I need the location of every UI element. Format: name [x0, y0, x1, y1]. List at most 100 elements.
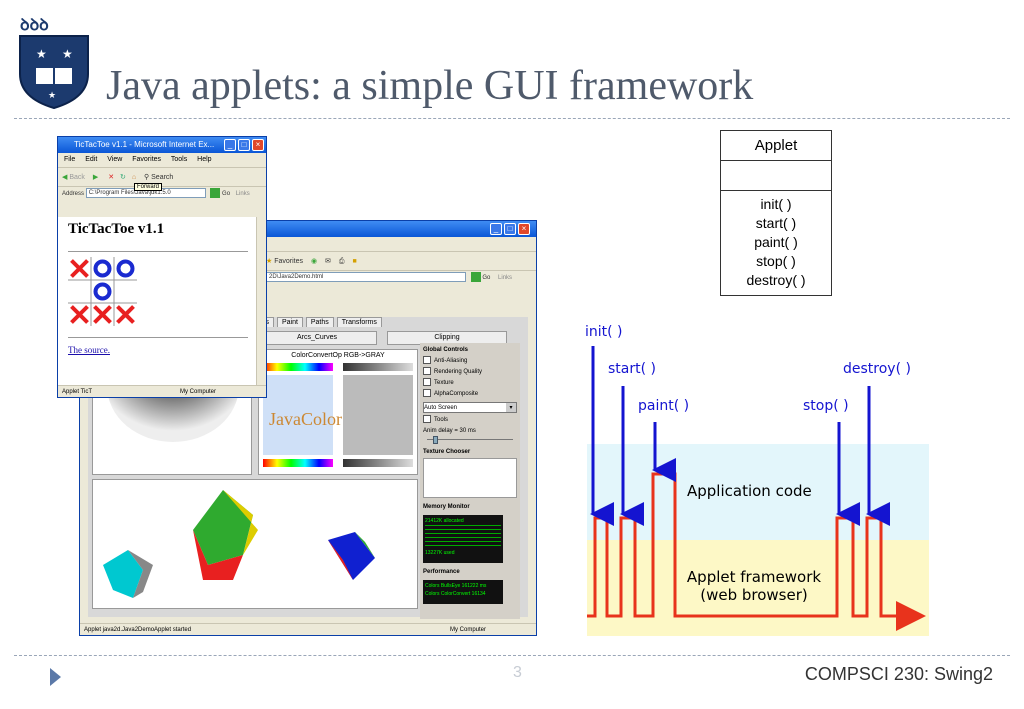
uml-method: stop( ) [756, 253, 796, 269]
uml-class-name: Applet [721, 131, 831, 161]
tictactoe-status-zone: My Computer [180, 389, 217, 395]
source-link[interactable]: The source. [68, 345, 110, 355]
uml-method: start( ) [755, 215, 797, 231]
go-button[interactable]: Go [222, 191, 231, 197]
board-cell-x[interactable] [70, 259, 89, 278]
rendering-quality-checkbox[interactable]: Rendering Quality [423, 367, 517, 378]
anti-aliasing-checkbox[interactable]: Anti-Aliasing [423, 356, 517, 367]
maximize-icon[interactable]: □ [238, 139, 250, 151]
back-button[interactable]: Back [69, 174, 85, 181]
footer-divider [14, 655, 1010, 656]
java2d-address-input[interactable]: 2D\Java2Demo.html [266, 272, 466, 283]
lifecycle-trace [587, 346, 929, 636]
texture-checkbox[interactable]: Texture [423, 378, 517, 389]
screen-select-value: Auto Screen [424, 405, 458, 411]
memory-used: 13227K used [425, 550, 455, 556]
memory-graph [425, 525, 501, 549]
university-logo: ꝺꝺꝺ ★ ★ ★ [14, 14, 94, 110]
go-icon[interactable] [470, 272, 481, 283]
board-cell-o[interactable] [116, 259, 135, 278]
tictactoe-browser-window: TicTacToe v1.1 - Microsoft Internet Ex..… [57, 136, 267, 398]
board-cell-x[interactable] [70, 305, 89, 324]
close-icon[interactable]: × [518, 223, 530, 235]
search-button[interactable]: Search [151, 174, 174, 181]
favorites-button[interactable]: Favorites [274, 258, 304, 265]
slide-title: Java applets: a simple GUI framework [106, 63, 754, 109]
java2d-toolbar: ★ Favorites ◉ ✉ ⎙ ■ [80, 251, 536, 271]
links-label[interactable]: Links [498, 275, 513, 281]
framework-label-line: (web browser) [700, 586, 808, 604]
destroy-label: destroy( ) [843, 361, 911, 377]
chevron-down-icon[interactable]: ▾ [506, 403, 516, 412]
tictactoe-status-text: Applet TicT [62, 389, 93, 395]
performance-line: Colors ColorConvert 16134 [425, 591, 486, 597]
menu-file[interactable]: File [64, 156, 76, 163]
history-icon[interactable]: ◉ [310, 258, 318, 265]
java2d-status-text: Applet java2d.Java2DemoApplet started [84, 627, 192, 633]
texture-chooser[interactable] [423, 458, 517, 498]
tictactoe-board[interactable] [68, 257, 138, 329]
page-divider [68, 337, 248, 338]
menu-help[interactable]: Help [197, 156, 212, 163]
refresh-icon[interactable]: ↻ [120, 174, 126, 181]
memory-monitor-header: Memory Monitor [423, 504, 470, 510]
go-button[interactable]: Go [482, 275, 491, 281]
color-convert-caption: ColorConvertOp RGB->GRAY [291, 352, 385, 359]
screen-select[interactable]: Auto Screen ▾ [423, 402, 517, 413]
page-divider [68, 251, 248, 252]
uml-methods: init( ) start( ) paint( ) stop( ) destro… [721, 191, 831, 290]
application-code-label: Application code [687, 482, 812, 500]
texture-chooser-header: Texture Chooser [423, 449, 471, 455]
menu-edit[interactable]: Edit [85, 156, 98, 163]
folder-icon[interactable]: ■ [352, 258, 357, 265]
menu-view[interactable]: View [107, 156, 123, 163]
tools-checkbox[interactable]: Tools [423, 415, 517, 426]
java2d-statusbar: Applet java2d.Java2DemoApplet started My… [80, 623, 536, 635]
minimize-icon[interactable]: _ [224, 139, 236, 151]
anim-delay-slider[interactable] [427, 436, 513, 445]
go-icon[interactable] [210, 188, 221, 199]
forward-icon[interactable]: ▶ [92, 174, 99, 181]
tictactoe-menubar: File Edit View Favorites Tools Help [58, 153, 266, 167]
anim-delay-label: Anim delay = 30 ms [423, 428, 476, 434]
tab-paint[interactable]: Paint [276, 317, 303, 327]
start-label: start( ) [608, 361, 656, 377]
minimize-icon[interactable]: _ [490, 223, 502, 235]
alpha-composite-checkbox[interactable]: AlphaComposite [423, 389, 517, 400]
mail-icon[interactable]: ✉ [325, 258, 331, 265]
maximize-icon[interactable]: □ [504, 223, 516, 235]
svg-text:★: ★ [62, 47, 73, 61]
subtab-arcs-curves[interactable]: Arcs_Curves [257, 331, 377, 345]
tictactoe-page: TicTacToe v1.1 The source. [58, 217, 258, 387]
tictactoe-window-title: TicTacToe v1.1 - Microsoft Internet Ex..… [74, 140, 215, 149]
home-icon[interactable]: ⌂ [131, 174, 137, 181]
board-cell-x[interactable] [116, 305, 135, 324]
stop-icon[interactable]: ✕ [108, 174, 115, 181]
back-icon[interactable]: ◀ [62, 174, 68, 181]
svg-text:JavaColor: JavaColor [269, 409, 342, 429]
applet-lifecycle-diagram: init( ) start( ) paint( ) stop( ) destro… [575, 318, 935, 640]
menu-tools[interactable]: Tools [170, 156, 188, 163]
uml-attributes [721, 161, 831, 191]
board-cell-o[interactable] [93, 259, 112, 278]
global-controls-header: Global Controls [423, 347, 468, 353]
tictactoe-statusbar: Applet TicT My Computer [58, 385, 266, 397]
slider-thumb[interactable] [433, 436, 438, 444]
close-icon[interactable]: × [252, 139, 264, 151]
tab-paths[interactable]: Paths [305, 317, 334, 327]
board-cell-o[interactable] [93, 282, 112, 301]
tictactoe-scrollbar[interactable] [256, 217, 266, 387]
page-number: 3 [513, 664, 522, 681]
tictactoe-titlebar: TicTacToe v1.1 - Microsoft Internet Ex..… [58, 137, 266, 153]
favorites-star-icon[interactable]: ★ [266, 258, 273, 265]
tab-transforms[interactable]: Transforms [336, 317, 382, 327]
board-cell-x[interactable] [93, 305, 112, 324]
print-icon[interactable]: ⎙ [338, 258, 345, 265]
svg-text:★: ★ [48, 90, 56, 100]
menu-favorites[interactable]: Favorites [132, 156, 162, 163]
search-icon[interactable]: ⚲ [144, 174, 150, 181]
global-controls-panel: Global Controls Anti-Aliasing Rendering … [420, 343, 520, 619]
svg-text:ꝺꝺꝺ: ꝺꝺꝺ [20, 17, 49, 34]
links-label[interactable]: Links [235, 191, 250, 197]
cubes-panel [92, 479, 418, 609]
